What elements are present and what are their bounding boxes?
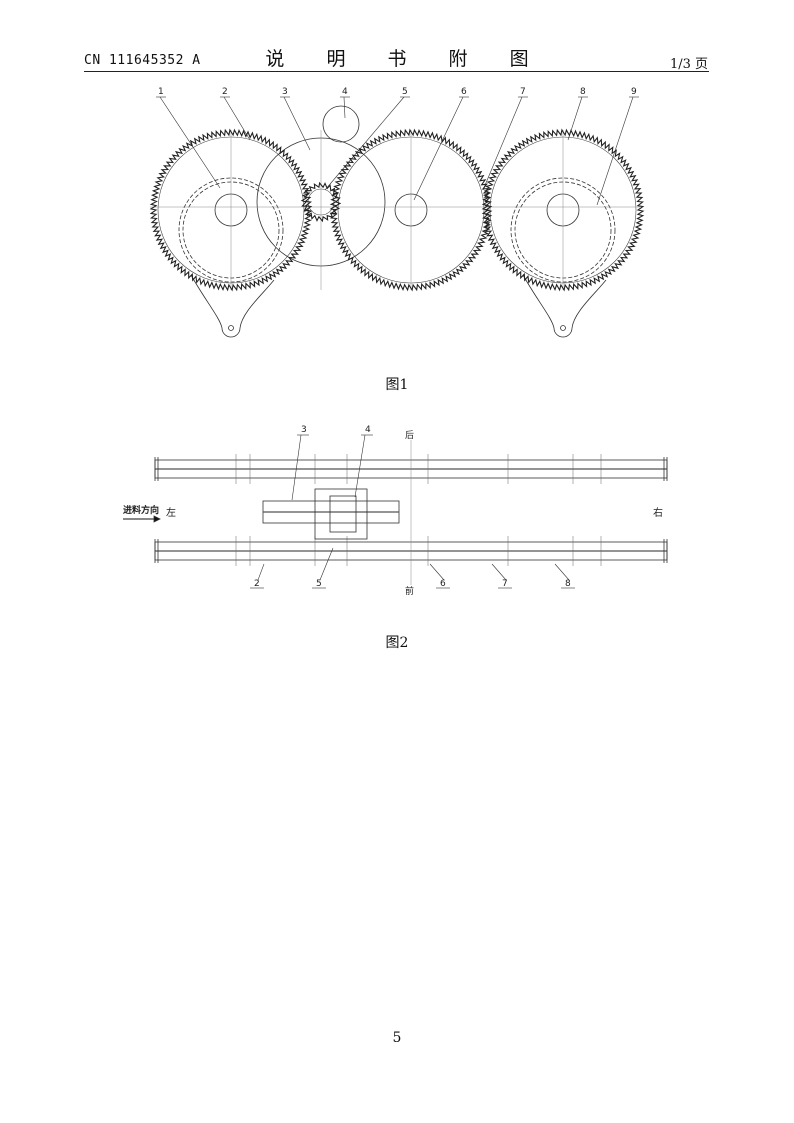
leader [491, 563, 507, 581]
page-number: 5 [392, 1030, 402, 1046]
leader [554, 563, 570, 581]
figure-2-bottom-label: 8 [565, 579, 571, 589]
leader-2 [223, 96, 251, 141]
lever-1 [190, 274, 275, 338]
figure-2-bottom-label: 5 [316, 579, 322, 589]
front-label: 前 [405, 585, 414, 597]
lever-9-hole [560, 325, 566, 331]
gear-block [314, 488, 368, 540]
gear-5 [300, 181, 342, 223]
leader-4 [343, 96, 346, 119]
figure-1-label-2: 2 [222, 87, 228, 97]
figure-1-label-4: 4 [342, 87, 348, 97]
feed-direction-label: 进料方向 [123, 504, 159, 516]
figure-1-label-6: 6 [461, 87, 467, 97]
figure-2-bottom-label: 6 [440, 579, 446, 589]
back-label: 后 [405, 430, 414, 441]
gear-7 [329, 128, 493, 292]
figure-1-label-1: 1 [158, 87, 164, 97]
left-label: 左 [166, 506, 176, 519]
leader [257, 563, 265, 581]
page-title: 说 明 书 附 图 [265, 48, 547, 70]
header-rule [84, 71, 709, 72]
figure-1-label-3: 3 [282, 87, 288, 97]
lever-9 [522, 274, 607, 338]
leader-6 [413, 96, 464, 201]
figure-2-side-view: 后 前 左 右 进料方向 3 4 2 5 6 7 8 [123, 425, 668, 597]
figure-1-label-7: 7 [520, 87, 526, 97]
gear-4 [322, 105, 360, 143]
leader-5 [324, 96, 405, 191]
figure-1-label-8: 8 [580, 87, 586, 97]
leader [429, 563, 445, 581]
feed-arrow-head [153, 515, 161, 523]
figure-2-caption: 图2 [385, 635, 409, 651]
gear-2 [149, 128, 313, 292]
leader [319, 547, 334, 581]
figure-1-gear-drawing: 1 2 3 4 5 6 7 8 9 [149, 87, 645, 338]
figure-1-label-9: 9 [631, 87, 637, 97]
leader [354, 434, 366, 498]
gear-8 [481, 128, 645, 292]
page-indicator: 1/3 页 [669, 57, 708, 72]
leader-7 [482, 96, 523, 191]
right-label: 右 [653, 506, 663, 519]
publication-number: CN 111645352 A [84, 53, 201, 68]
figure-2-top-label: 3 [301, 425, 307, 435]
figure-1-label-5: 5 [402, 87, 408, 97]
figure-2-bottom-label: 7 [502, 579, 508, 589]
figure-2-bottom-label: 2 [254, 579, 260, 589]
leader [291, 434, 302, 501]
leader-1 [159, 96, 221, 189]
figure-2-top-label: 4 [365, 425, 371, 435]
figure-1-caption: 图1 [385, 377, 409, 393]
lever-1-hole [228, 325, 234, 331]
gear-block-inner [329, 495, 357, 533]
leader-3 [283, 96, 311, 151]
